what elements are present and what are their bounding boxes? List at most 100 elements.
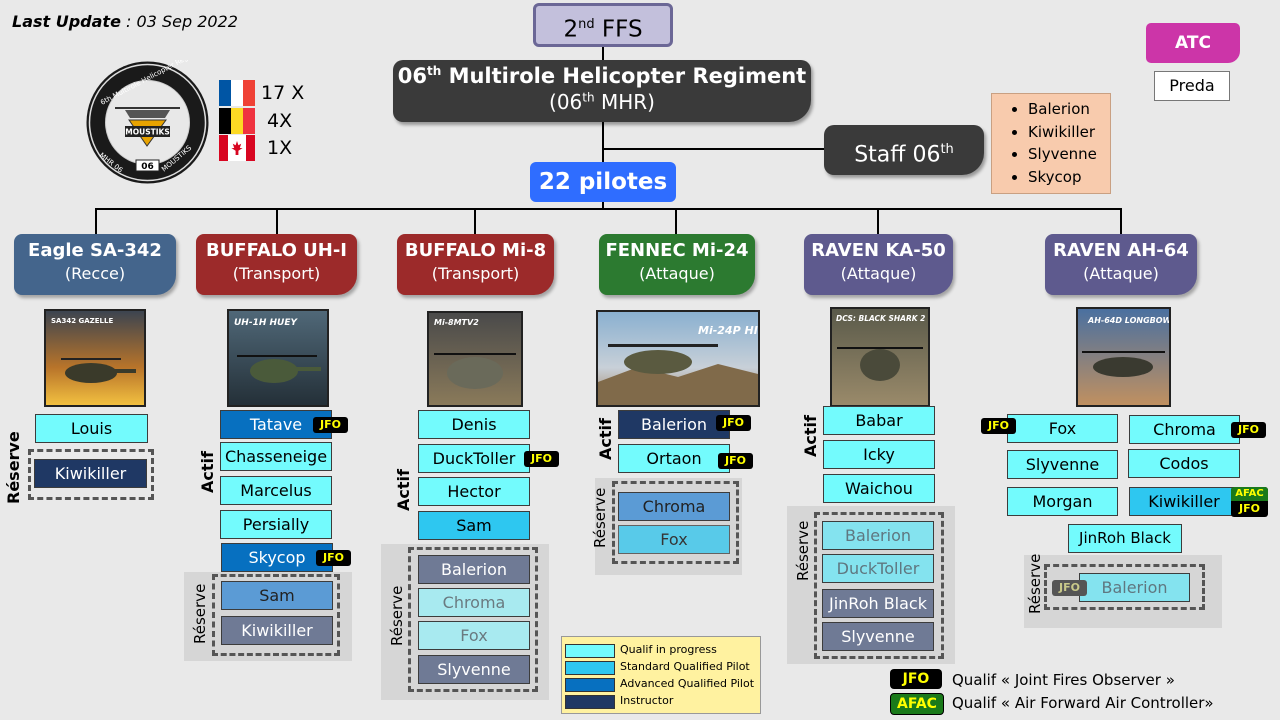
pilot-chroma: Chroma — [1129, 415, 1240, 444]
jfo-legend-text: Qualif « Joint Fires Observer » — [952, 671, 1175, 689]
pilot-jinroh-black: JinRoh Black — [822, 589, 934, 618]
qualification-legend: Qualif in progress Standard Qualified Pi… — [561, 636, 761, 714]
pilot-waichou: Waichou — [823, 474, 935, 503]
afac-badge: AFAC — [1231, 487, 1268, 501]
unit-eagle-sa342: Eagle SA-342(Recce) — [14, 234, 176, 295]
apache-picture: AH-64D LONGBOW — [1076, 307, 1171, 407]
pilot-chroma: Chroma — [618, 492, 730, 521]
pilot-louis: Louis — [35, 414, 148, 443]
jfo-legend-badge: JFO — [890, 669, 942, 689]
legend-item: Standard Qualified Pilot — [565, 661, 761, 675]
mi8-picture: Mi-8MTV2 — [427, 311, 523, 407]
pilot-balerion: Balerion — [618, 410, 730, 439]
gazelle-picture: SA342 GAZELLE — [44, 309, 146, 407]
ffs-box: 2nd FFS — [533, 3, 673, 47]
legend-swatch — [565, 678, 615, 692]
reserve-label: Réserve — [388, 586, 406, 646]
pilot-morgan: Morgan — [1007, 487, 1118, 516]
actif-label: Actif — [801, 415, 820, 457]
actif-label: Actif — [394, 469, 413, 511]
pilot-fox: Fox — [418, 621, 530, 650]
flag-count: 1X — [267, 135, 292, 161]
pilot-slyvenne: Slyvenne — [1007, 450, 1118, 479]
flag-row-france: 17 X — [219, 80, 339, 106]
pilot-fox: Fox — [1007, 414, 1118, 443]
jfo-badge: JFO — [1231, 501, 1268, 517]
pilot-balerion: Balerion — [418, 555, 530, 584]
flag-count: 17 X — [261, 80, 304, 106]
regiment-logo: MOUSTIKS 06 6th Multirole Helicopter Reg… — [85, 60, 210, 185]
regiment-title: 06th Multirole Helicopter Regiment — [393, 60, 811, 88]
hind-picture: Mi-24P HIND — [596, 310, 760, 407]
staff-member: Skycop — [1028, 166, 1110, 189]
logo-badge-text: 06 — [141, 162, 154, 172]
logo-center-text: MOUSTIKS — [125, 128, 169, 137]
flag-row-canada: 1X — [219, 135, 339, 161]
regiment-subtitle: (06th MHR) — [393, 88, 811, 114]
svg-text:UH-1H HUEY: UH-1H HUEY — [234, 318, 298, 328]
pilot-codos: Codos — [1128, 449, 1240, 478]
pilot-hector: Hector — [418, 477, 530, 506]
jfo-badge: JFO — [313, 417, 348, 433]
reserve-label: Réserve — [1026, 554, 1044, 614]
pilot-kiwikiller: Kiwikiller — [1129, 487, 1239, 516]
canada-flag-icon — [219, 135, 255, 161]
last-update-label: Last Update — [12, 12, 121, 31]
unit-fennec-mi24: FENNEC Mi-24(Attaque) — [599, 234, 755, 295]
jfo-badge: JFO — [981, 418, 1016, 434]
reserve-label: Réserve — [794, 521, 812, 581]
belgium-flag-icon — [219, 108, 255, 134]
jfo-badge: JFO — [316, 550, 351, 566]
svg-text:DCS: BLACK SHARK 2: DCS: BLACK SHARK 2 — [836, 314, 925, 323]
unit-buffalo-uh1: BUFFALO UH-I(Transport) — [196, 234, 357, 295]
unit-buffalo-mi8: BUFFALO Mi-8(Transport) — [397, 234, 554, 295]
pilot-sam: Sam — [418, 511, 530, 540]
jfo-badge: JFO — [1052, 580, 1087, 596]
flag-count: 4X — [267, 108, 292, 134]
pilot-slyvenne: Slyvenne — [822, 622, 934, 651]
pilot-denis: Denis — [418, 410, 530, 439]
atc-member: Preda — [1154, 71, 1230, 101]
actif-label: Actif — [596, 418, 615, 460]
reserve-label: Réserve — [191, 584, 209, 644]
svg-text:AH-64D LONGBOW: AH-64D LONGBOW — [1087, 316, 1169, 325]
blackshark-picture: DCS: BLACK SHARK 2 — [830, 307, 930, 407]
legend-swatch — [565, 661, 615, 675]
jfo-badge: JFO — [1231, 422, 1266, 438]
afac-legend-text: Qualif « Air Forward Air Controller» — [952, 694, 1214, 712]
jfo-badge: JFO — [524, 451, 559, 467]
unit-raven-ah64: RAVEN AH-64(Attaque) — [1045, 234, 1197, 295]
pilot-babar: Babar — [823, 406, 935, 435]
svg-text:Mi-8MTV2: Mi-8MTV2 — [434, 318, 479, 327]
afac-jfo-badge: AFAC JFO — [1231, 487, 1268, 517]
jfo-badge: JFO — [718, 453, 753, 469]
legend-item: Advanced Qualified Pilot — [565, 678, 761, 692]
actif-label: Actif — [198, 451, 217, 493]
pilot-ortaon: Ortaon — [618, 444, 730, 473]
unit-raven-ka50: RAVEN KA-50(Attaque) — [804, 234, 953, 295]
staff-member: Balerion — [1028, 98, 1110, 121]
svg-text:SA342 GAZELLE: SA342 GAZELLE — [51, 317, 113, 325]
huey-picture: UH-1H HUEY — [227, 309, 329, 407]
pilot-marcelus: Marcelus — [220, 476, 332, 505]
svg-text:Mi-24P HIND: Mi-24P HIND — [698, 324, 758, 337]
staff-members: Balerion Kiwikiller Slyvenne Skycop — [991, 93, 1111, 194]
france-flag-icon — [219, 80, 255, 106]
legend-item: Instructor — [565, 695, 761, 709]
pilot-jinroh-black: JinRoh Black — [1068, 524, 1182, 553]
pilot-icky: Icky — [823, 440, 935, 469]
jfo-badge: JFO — [716, 415, 751, 431]
staff-member: Slyvenne — [1028, 143, 1110, 166]
staff-member: Kiwikiller — [1028, 121, 1110, 144]
pilot-kiwikiller: Kiwikiller — [34, 459, 147, 488]
staff-box: Staff 06th — [824, 125, 984, 175]
pilot-fox: Fox — [618, 525, 730, 554]
pilot-sam: Sam — [221, 581, 333, 610]
pilot-persially: Persially — [220, 510, 332, 539]
atc-box: ATC — [1146, 23, 1240, 63]
legend-swatch — [565, 644, 615, 658]
reserve-label: Réserve — [4, 431, 23, 504]
last-update: Last Update : 03 Sep 2022 — [12, 12, 238, 31]
flag-row-belgium: 4X — [219, 108, 339, 134]
pilot-balerion: Balerion — [1079, 573, 1190, 602]
